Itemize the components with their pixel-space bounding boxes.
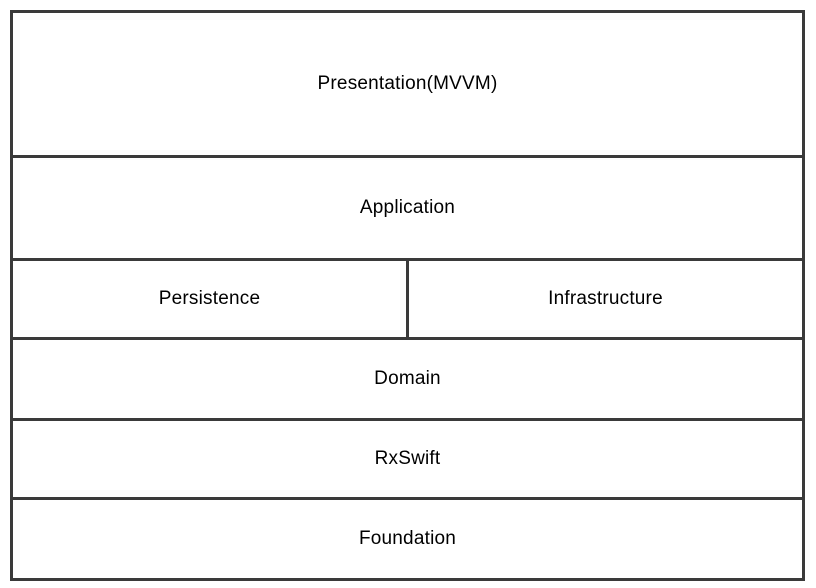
- layer-domain-label: Domain: [374, 368, 441, 389]
- layer-presentation-label: Presentation(MVVM): [317, 73, 498, 94]
- layer-persistence: Persistence: [13, 261, 409, 337]
- layer-foundation-label: Foundation: [358, 528, 457, 549]
- layer-presentation: Presentation(MVVM): [13, 13, 802, 155]
- architecture-diagram: Presentation(MVVM) Application Persisten…: [10, 10, 805, 581]
- layer-persistence-label: Persistence: [158, 288, 261, 309]
- layer-rxswift-label: RxSwift: [374, 448, 441, 469]
- layer-infrastructure-label: Infrastructure: [548, 288, 663, 309]
- layer-application: Application: [13, 155, 802, 258]
- layer-domain: Domain: [13, 337, 802, 418]
- layer-persistence-infrastructure-row: Persistence Infrastructure: [13, 258, 802, 337]
- layer-rxswift: RxSwift: [13, 418, 802, 497]
- layer-foundation: Foundation: [13, 497, 802, 578]
- layer-infrastructure: Infrastructure: [409, 261, 802, 337]
- layer-application-label: Application: [359, 197, 456, 218]
